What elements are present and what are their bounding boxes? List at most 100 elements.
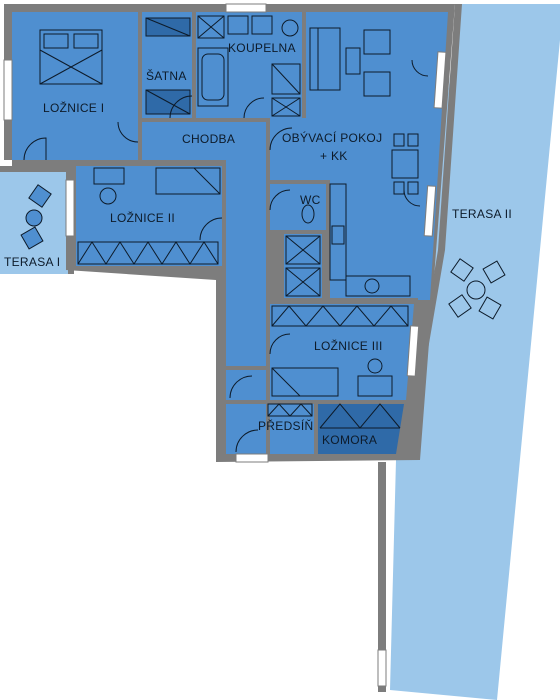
door-swing: [229, 375, 253, 399]
door-swing: [243, 97, 265, 119]
bed-pillow: [43, 33, 69, 49]
window: [377, 649, 387, 687]
door-swing: [235, 429, 259, 453]
dining-chair: [407, 181, 419, 195]
terrace-chair: [478, 296, 502, 320]
single-bed: [155, 167, 221, 195]
bed-pillow: [73, 33, 99, 49]
wall: [226, 366, 266, 370]
hob: [364, 278, 380, 294]
terrace-ii-edge: [404, 4, 462, 455]
desk-chair: [367, 358, 383, 374]
label-koupelna: KOUPELNA: [228, 41, 296, 55]
shelf-x: [271, 97, 301, 117]
terrace-table: [25, 209, 43, 227]
label-satna: ŠATNA: [146, 68, 187, 83]
shower-line: [271, 63, 301, 95]
door-swing: [117, 121, 139, 143]
shaft-x: [285, 267, 321, 297]
label-loznice-i: LOŽNICE I: [43, 100, 104, 115]
door-swing: [169, 95, 193, 119]
window: [65, 179, 75, 237]
terrace-chair: [20, 226, 44, 250]
wardrobe-line: [145, 89, 191, 115]
kitchen-sink: [331, 225, 345, 245]
window: [433, 51, 447, 109]
window: [225, 3, 267, 13]
wall: [222, 166, 226, 270]
terrace-table: [466, 280, 486, 300]
sofa-back: [309, 27, 319, 91]
terrace-chair: [448, 294, 472, 318]
label-loznice-ii: LOŽNICE II: [110, 210, 175, 225]
room-chodba-vertical: [226, 122, 266, 454]
wardrobe-row: [271, 305, 409, 327]
shaft-x: [285, 235, 321, 265]
sink-left: [227, 15, 249, 35]
desk: [93, 167, 125, 185]
label-loznice-iii: LOŽNICE III: [314, 338, 383, 353]
bathtub-inner: [201, 53, 225, 101]
wardrobe-doors: [271, 305, 409, 327]
wall: [226, 400, 416, 404]
label-chodba: CHODBA: [182, 132, 235, 146]
label-obyvaci-1: OBÝVACÍ POKOJ: [282, 130, 382, 145]
label-terasa-ii: TERASA II: [452, 207, 512, 221]
wall: [142, 118, 268, 122]
window: [3, 59, 13, 121]
wall: [12, 160, 226, 166]
wall: [270, 298, 418, 304]
wall: [266, 118, 270, 454]
door-swing: [411, 59, 429, 77]
label-wc: WC: [300, 193, 321, 207]
armchair: [363, 71, 391, 97]
desk: [357, 375, 393, 397]
room-wc: [270, 184, 326, 230]
dining-chair: [407, 133, 419, 147]
toilet-bowl: [281, 19, 299, 37]
wall: [326, 180, 330, 304]
dining-table: [391, 149, 419, 179]
terrace-ii-area: [390, 4, 560, 700]
terrace-chair: [450, 258, 474, 282]
shoe-cabinet-doors: [267, 403, 313, 417]
wall: [270, 180, 330, 184]
door-swing: [199, 217, 223, 241]
label-terasa-i: TERASA I: [4, 255, 60, 269]
sink-right: [251, 15, 273, 35]
coffee-table: [345, 47, 361, 75]
shoe-cabinet: [267, 403, 313, 417]
wardrobe-doors: [77, 241, 219, 265]
terrace-chair: [28, 184, 52, 208]
room-komora: [318, 404, 404, 454]
terrace-ii-rail: [378, 462, 386, 692]
label-obyvaci-2: + KK: [320, 149, 348, 163]
terrace-chair: [482, 260, 506, 284]
cabinet-x: [197, 15, 225, 39]
bed-fold: [193, 167, 221, 195]
door-swing: [269, 127, 293, 151]
wall: [314, 404, 318, 454]
wc-toilet: [301, 204, 315, 224]
window: [423, 185, 437, 237]
label-predsin: PŘEDSÍŇ: [258, 418, 313, 433]
door-swing: [23, 137, 47, 161]
terrace-i-wall: [0, 166, 74, 172]
wall: [302, 12, 306, 118]
label-komora: KOMORA: [322, 433, 377, 447]
window: [235, 453, 269, 463]
dining-chair: [393, 181, 405, 195]
door-swing: [403, 189, 421, 207]
wall: [192, 12, 196, 118]
window: [406, 325, 420, 377]
desk-chair: [99, 187, 117, 205]
dining-chair: [393, 133, 405, 147]
wardrobe-line: [145, 17, 191, 37]
bed-fold: [271, 367, 301, 397]
armchair: [363, 29, 391, 55]
wall: [138, 12, 142, 122]
single-bed: [271, 367, 339, 397]
door-swing: [269, 189, 291, 211]
bed-fold: [39, 49, 103, 85]
